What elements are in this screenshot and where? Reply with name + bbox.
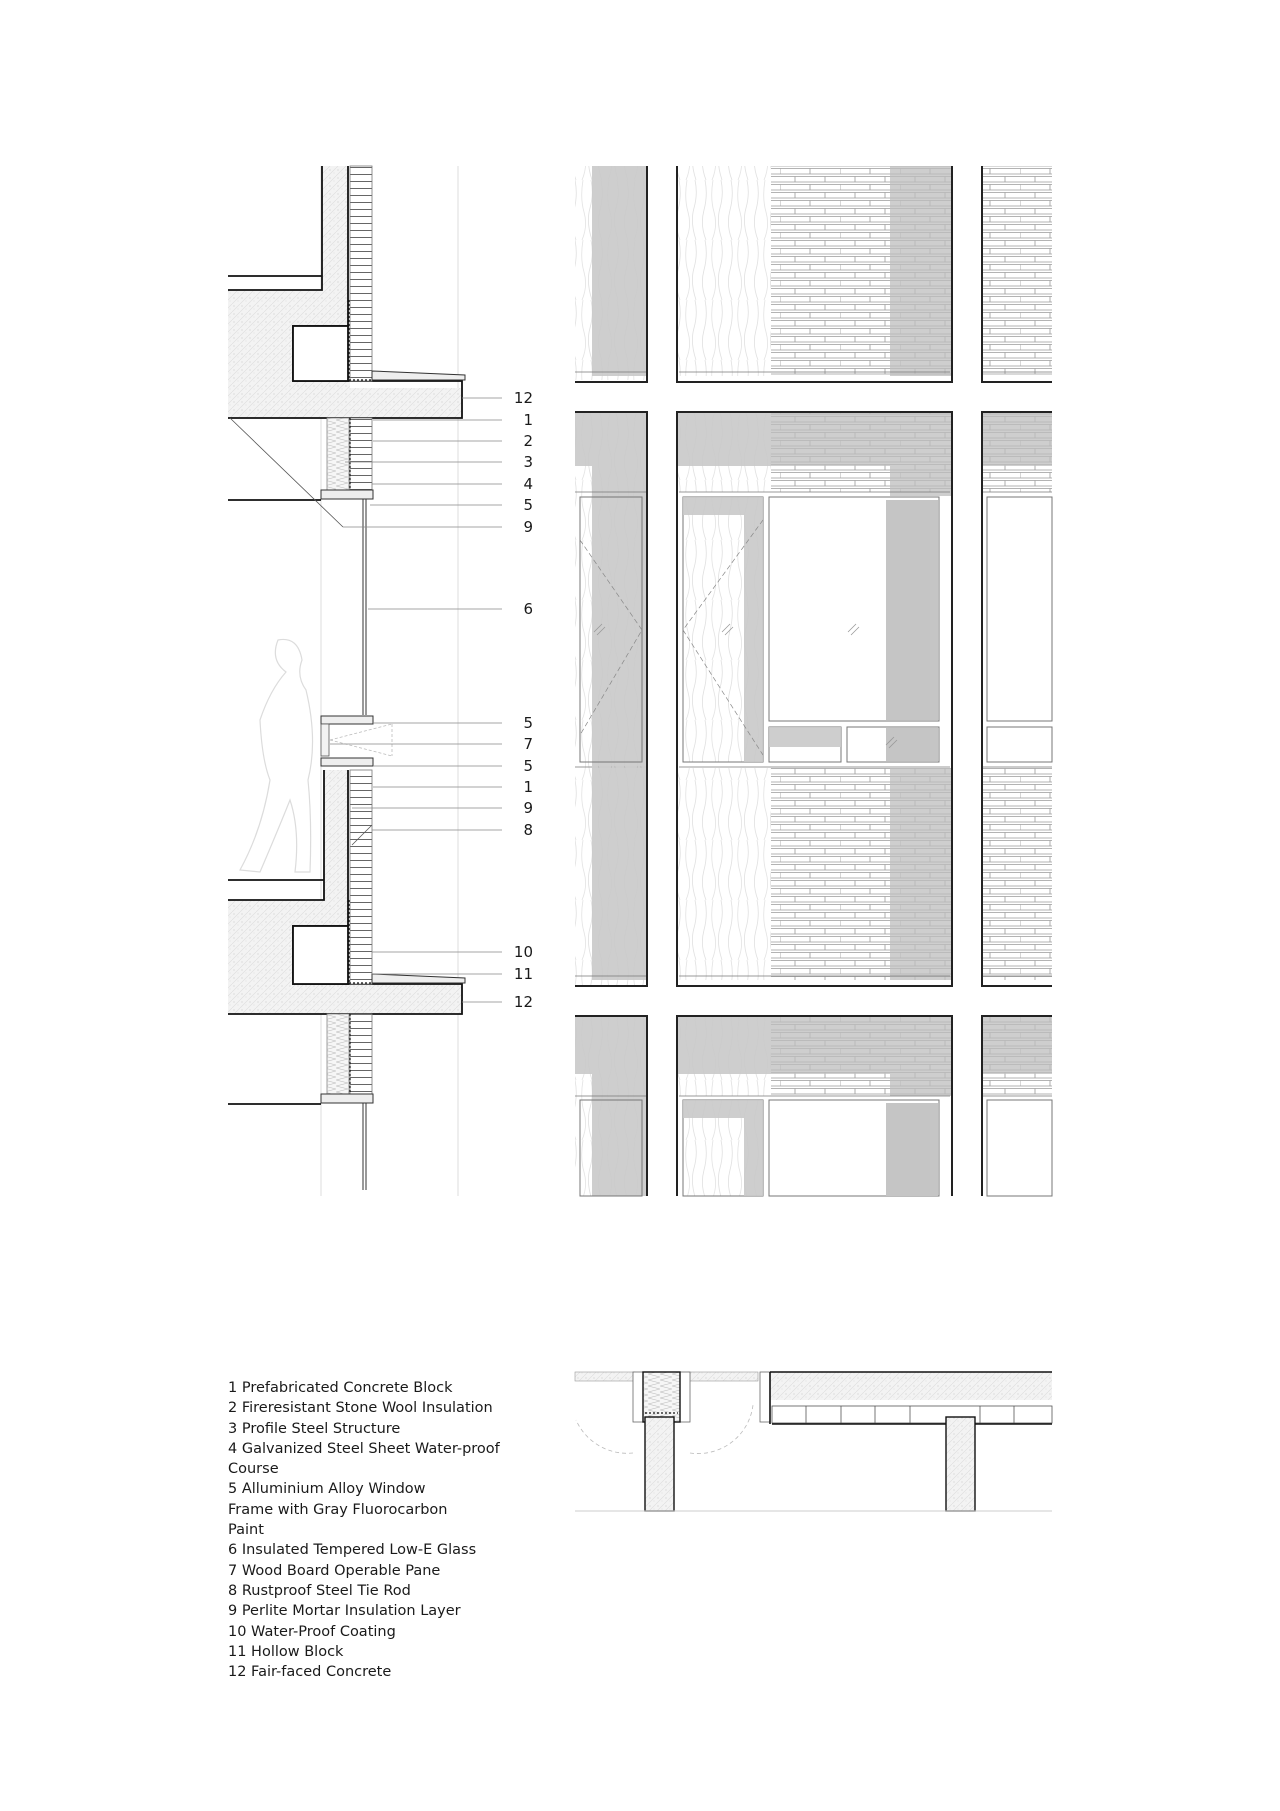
callout-12: 12 [513, 993, 533, 1011]
legend-item: 6 Insulated Tempered Low-E Glass [228, 1542, 477, 1559]
callout-1: 1 [523, 411, 533, 429]
legend-item: 7 Wood Board Operable Pane [228, 1562, 441, 1579]
facade-elevation [575, 166, 1053, 1197]
legend-item: 9 Perlite Mortar Insulation Layer [228, 1603, 461, 1620]
callout-7: 7 [523, 735, 533, 753]
legend-item: 3 Profile Steel Structure [228, 1420, 401, 1437]
callout-2: 2 [523, 432, 533, 450]
callout-3: 3 [523, 453, 533, 471]
callout-10: 10 [513, 943, 533, 961]
callout-5: 5 [523, 496, 533, 514]
legend-item: 1 Prefabricated Concrete Block [228, 1380, 453, 1396]
wall-section [228, 165, 502, 1196]
callout-1: 1 [523, 778, 533, 796]
legend-item: 11 Hollow Block [228, 1643, 344, 1660]
callout-5: 5 [523, 714, 533, 732]
callout-6: 6 [523, 600, 533, 618]
callout-11: 11 [513, 965, 533, 983]
legend-item: 4 Galvanized Steel Sheet Water-proof Cou… [228, 1440, 500, 1478]
materials-legend: 1 Prefabricated Concrete Block 2 Fireres… [228, 1378, 518, 1682]
legend-item: 12 Fair-faced Concrete [228, 1664, 392, 1681]
legend-item: 10 Water-Proof Coating [228, 1623, 396, 1640]
legend-item: 2 Fireresistant Stone Wool Insulation [228, 1400, 493, 1417]
callout-9: 9 [523, 799, 533, 817]
callout-8: 8 [523, 821, 533, 839]
callout-4: 4 [523, 475, 533, 493]
legend-item: 8 Rustproof Steel Tie Rod [228, 1582, 411, 1599]
callout-5: 5 [523, 757, 533, 775]
plan-detail [574, 1371, 1053, 1512]
callout-9: 9 [523, 518, 533, 536]
legend-item: 5 Alluminium Alloy Window Frame with Gra… [228, 1481, 448, 1539]
callout-12: 12 [513, 389, 533, 407]
